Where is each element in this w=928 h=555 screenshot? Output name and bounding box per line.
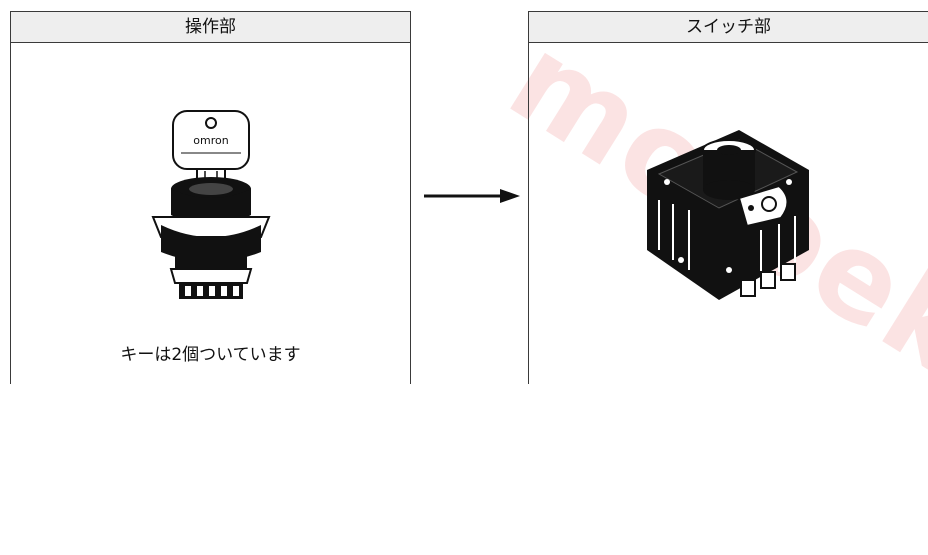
right-arrow-icon — [424, 189, 520, 203]
key-count-caption: キーは2個ついています — [120, 345, 301, 365]
switch-unit-illustration — [647, 130, 809, 300]
key-selector-switch-illustration: omron — [151, 110, 271, 299]
operation-part-header: 操作部 — [11, 12, 410, 43]
switch-part-panel: スイッチ部 — [528, 11, 928, 384]
omron-logo-text: omron — [193, 134, 228, 147]
switch-part-header: スイッチ部 — [529, 12, 928, 43]
operation-part-panel: 操作部 omron キーは2個ついています — [10, 11, 411, 384]
